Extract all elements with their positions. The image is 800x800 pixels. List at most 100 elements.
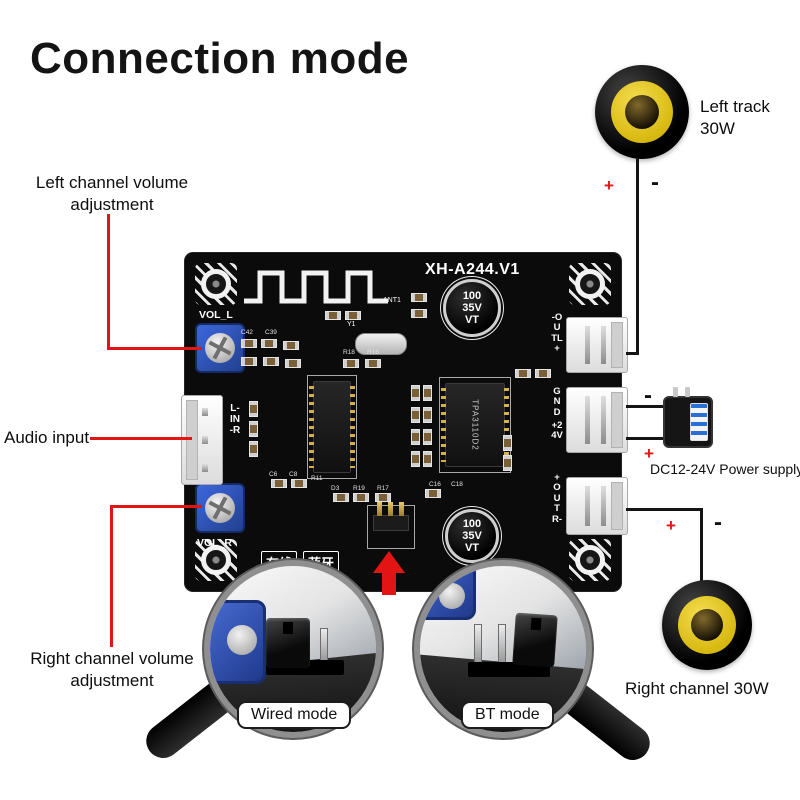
speaker-ring	[678, 596, 736, 654]
smd-component	[423, 451, 432, 467]
pointer-line-right-volume-v	[110, 505, 113, 647]
jumper-arrow-stem	[382, 571, 396, 595]
volume-pot-right	[195, 483, 245, 533]
cap-value: 100	[462, 289, 482, 302]
silkscreen-outline	[307, 375, 357, 479]
speaker-core	[691, 609, 723, 641]
board-model-label: XH-A244.V1	[425, 261, 520, 278]
smd-component	[425, 489, 441, 498]
audio-connector-label: L-IN-R	[229, 403, 241, 436]
smd-component	[423, 385, 432, 401]
refdes-label: C6	[269, 471, 278, 478]
smd-component	[515, 369, 531, 378]
power-gnd-label: GND	[553, 386, 561, 418]
smd-component	[261, 339, 277, 348]
power-plug-prong	[673, 387, 678, 397]
cap-brand: VT	[464, 314, 480, 327]
power-connector	[566, 387, 628, 453]
wire-power-bottom	[626, 437, 663, 440]
power-24v-label: +24V	[551, 420, 563, 442]
magnified-pot	[420, 566, 476, 620]
jumper-pin	[474, 624, 482, 664]
polarity-minus-power: -	[644, 382, 652, 409]
bt-mode-label: BT mode	[461, 701, 554, 729]
polarity-plus-left-speaker: +	[604, 176, 614, 195]
smd-component	[423, 429, 432, 445]
annotation-left-volume: Left channel volume adjustment	[35, 173, 189, 215]
mount-hole	[195, 263, 237, 305]
smd-component	[333, 493, 349, 502]
crystal-oscillator	[355, 333, 407, 355]
out-right-connector	[566, 477, 628, 535]
refdes-label: R17	[377, 485, 389, 492]
wire-right-speaker-h	[626, 508, 702, 511]
bluetooth-antenna-icon	[244, 270, 388, 304]
pointer-line-right-volume-h	[110, 505, 202, 508]
annotation-audio-input: Audio input	[4, 428, 90, 447]
wire-power-top	[626, 405, 663, 408]
smd-component	[241, 357, 257, 366]
refdes-label: C42	[241, 329, 253, 336]
silkscreen-outline	[439, 377, 511, 473]
polarity-minus-left-speaker: -	[651, 169, 659, 196]
smd-component	[411, 429, 420, 445]
smd-component	[411, 407, 420, 423]
amplifier-pcb-board: ANT1 XH-A244.V1 Y1 100 35V VT 100 35V VT…	[181, 253, 628, 595]
annotation-right-volume: Right channel volume adjustment	[30, 649, 194, 691]
amplifier-chip: TPA3110D2	[441, 383, 509, 467]
jumper-cap-parked	[512, 612, 558, 668]
polarity-minus-right-speaker: -	[714, 509, 722, 536]
smd-component	[411, 309, 427, 318]
smd-component	[343, 359, 359, 368]
power-plug-prong	[685, 387, 690, 397]
wire-right-speaker-v	[700, 508, 703, 582]
smd-component	[241, 339, 257, 348]
power-supply-icon	[663, 387, 713, 448]
smd-component	[411, 293, 427, 302]
vol-r-label: VOL_R	[197, 537, 233, 549]
smd-component	[271, 479, 287, 488]
refdes-label: D3	[331, 485, 340, 492]
smd-component	[249, 441, 258, 457]
smd-component	[503, 435, 512, 451]
mount-hole	[569, 263, 611, 305]
smd-component	[375, 493, 391, 502]
polarity-plus-power: +	[644, 444, 654, 463]
jumper-cap-shorting	[266, 618, 310, 668]
capacitor-bottom: 100 35V VT	[445, 509, 499, 563]
crystal-label: Y1	[347, 321, 356, 328]
audio-input-connector	[181, 395, 223, 485]
refdes-label: C8	[289, 471, 298, 478]
out-left-connector	[566, 317, 628, 373]
wire-left-speaker-h	[626, 352, 639, 355]
refdes-label: R19	[353, 485, 365, 492]
jumper-header-base	[468, 662, 550, 677]
left-speaker-icon	[595, 65, 689, 159]
mode-jumper-header	[373, 502, 409, 531]
cap-value: 100	[462, 517, 482, 530]
refdes-label: C18	[451, 481, 463, 488]
annotation-right-channel: Right channel 30W	[625, 679, 769, 698]
refdes-label: C39	[265, 329, 277, 336]
wire-left-speaker-v	[636, 158, 639, 354]
refdes-label: R11	[311, 475, 323, 482]
magnified-pot	[210, 600, 266, 684]
smd-component	[249, 421, 258, 437]
speaker-core	[625, 95, 659, 129]
smd-component	[365, 359, 381, 368]
page-title: Connection mode	[30, 34, 410, 83]
volume-pot-left	[195, 323, 245, 373]
smd-component	[249, 401, 258, 417]
smd-component	[285, 359, 301, 368]
wired-mode-label: Wired mode	[237, 701, 352, 729]
bluetooth-chip	[309, 381, 355, 473]
out-left-label: -OUTL+	[551, 312, 563, 355]
smd-component	[353, 493, 369, 502]
smd-component	[263, 357, 279, 366]
smd-component	[345, 311, 361, 320]
smd-component	[423, 407, 432, 423]
cap-voltage: 35V	[462, 301, 482, 314]
annotation-left-track: Left track 30W	[700, 97, 770, 139]
smd-component	[503, 455, 512, 471]
jumper-arrow-icon	[373, 551, 405, 573]
